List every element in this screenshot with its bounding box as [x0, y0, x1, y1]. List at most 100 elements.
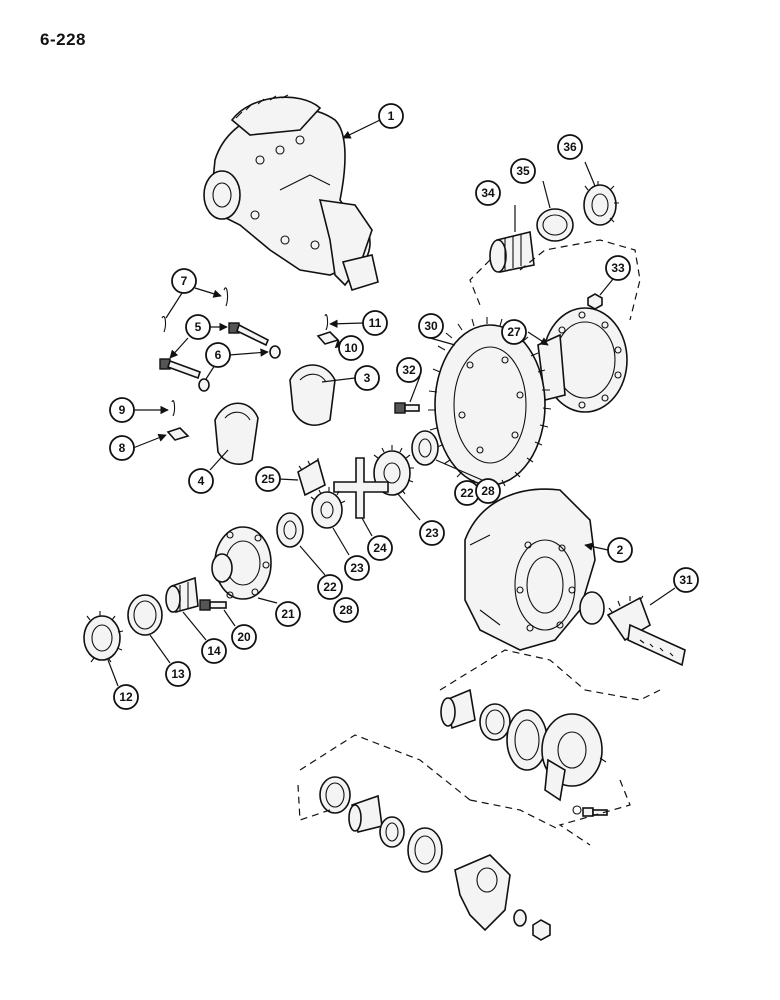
callout-31: 31 [673, 567, 699, 593]
pin-11 [324, 314, 329, 331]
svg-text:36: 36 [563, 140, 577, 154]
group-outline-34-36 [469, 239, 641, 321]
svg-text:7: 7 [181, 274, 188, 288]
washer-6 [198, 345, 281, 392]
callout-5: 5 [185, 314, 211, 340]
drive-pinion-31 [579, 591, 686, 667]
callout-30: 30 [418, 313, 444, 339]
svg-text:22: 22 [323, 580, 337, 594]
svg-text:8: 8 [119, 441, 126, 455]
svg-text:6: 6 [215, 348, 222, 362]
svg-text:3: 3 [364, 371, 371, 385]
pinion-bearing-cup-lower [479, 703, 511, 741]
bolt-5 [159, 322, 270, 380]
pinion-bearing-cone-lower [440, 688, 476, 730]
cage-bolt-lockwasher [572, 757, 608, 817]
callout-28-lower: 28 [333, 597, 359, 623]
svg-text:4: 4 [198, 474, 205, 488]
pinion-gear-25 [297, 458, 326, 497]
callout-35: 35 [510, 158, 536, 184]
callout-34: 34 [475, 180, 501, 206]
callout-28-right: 28 [475, 478, 501, 504]
callout-13: 13 [165, 661, 191, 687]
svg-text:23: 23 [425, 526, 439, 540]
nut-33 [587, 293, 603, 310]
callout-2: 2 [607, 537, 633, 563]
bearing-cone-34 [489, 231, 535, 273]
bolt-20 [199, 599, 227, 611]
differential-case-21 [211, 526, 272, 600]
callout-23-lower: 23 [344, 555, 370, 581]
svg-text:9: 9 [119, 403, 126, 417]
svg-text:33: 33 [611, 261, 625, 275]
lock-10 [316, 331, 340, 345]
svg-text:21: 21 [281, 607, 295, 621]
carrier-housing-2 [464, 488, 596, 651]
callout-36: 36 [557, 134, 583, 160]
callout-22-lower: 22 [317, 574, 343, 600]
svg-text:22: 22 [460, 486, 474, 500]
thrust-washer-22-left [276, 512, 304, 548]
callout-22-right: 22 [454, 480, 480, 506]
svg-text:30: 30 [424, 319, 438, 333]
callout-4: 4 [188, 468, 214, 494]
svg-text:28: 28 [339, 603, 353, 617]
page-number: 6-228 [40, 30, 86, 49]
yoke-washer [513, 909, 527, 927]
callout-20: 20 [231, 624, 257, 650]
side-gear-23-left [310, 487, 346, 529]
svg-text:2: 2 [617, 543, 624, 557]
adjusting-nut-12 [83, 611, 124, 663]
svg-text:13: 13 [171, 667, 185, 681]
yoke-nut [532, 919, 551, 941]
yoke-flange [454, 854, 511, 932]
callout-32: 32 [396, 357, 422, 383]
group-outline-yoke [297, 734, 561, 831]
svg-text:32: 32 [402, 363, 416, 377]
spider-24 [333, 457, 389, 519]
callout-6: 6 [205, 342, 231, 368]
callout-10: 10 [338, 335, 364, 361]
svg-text:5: 5 [195, 320, 202, 334]
callout-9: 9 [109, 397, 135, 423]
callout-7: 7 [171, 268, 197, 294]
svg-text:27: 27 [507, 325, 521, 339]
group-outline-pinion [439, 649, 661, 846]
pin-9 [171, 400, 176, 417]
bearing-cone-14 [165, 576, 199, 614]
pinion-cage [541, 713, 603, 802]
svg-text:35: 35 [516, 164, 530, 178]
callout-12: 12 [113, 684, 139, 710]
bearing-cap-4 [214, 402, 259, 465]
pinion-bearing-cone-outer [348, 794, 383, 833]
svg-text:14: 14 [207, 644, 221, 658]
lock-8 [166, 427, 190, 441]
svg-text:31: 31 [679, 573, 693, 587]
callout-14: 14 [201, 638, 227, 664]
callout-24: 24 [367, 535, 393, 561]
svg-text:24: 24 [373, 541, 387, 555]
bearing-cap-3 [289, 364, 336, 426]
callout-27: 27 [501, 319, 527, 345]
leader-lines [107, 119, 676, 687]
svg-text:20: 20 [237, 630, 251, 644]
svg-text:12: 12 [119, 690, 133, 704]
oil-seal [407, 827, 443, 873]
svg-text:34: 34 [481, 186, 495, 200]
bolt-32 [394, 402, 420, 414]
svg-text:23: 23 [350, 561, 364, 575]
shim-gasket [506, 709, 548, 771]
callout-1: 1 [378, 103, 404, 129]
callout-33: 33 [605, 255, 631, 281]
thrust-washer-22-right [411, 430, 439, 466]
callout-25: 25 [255, 466, 281, 492]
svg-text:11: 11 [369, 316, 382, 330]
callout-23-right: 23 [419, 520, 445, 546]
svg-text:10: 10 [344, 341, 358, 355]
spacer-ring [379, 816, 405, 848]
bearing-cup-13 [127, 594, 163, 636]
callout-21: 21 [275, 601, 301, 627]
bearing-nut-36 [583, 181, 619, 226]
callout-3: 3 [354, 365, 380, 391]
